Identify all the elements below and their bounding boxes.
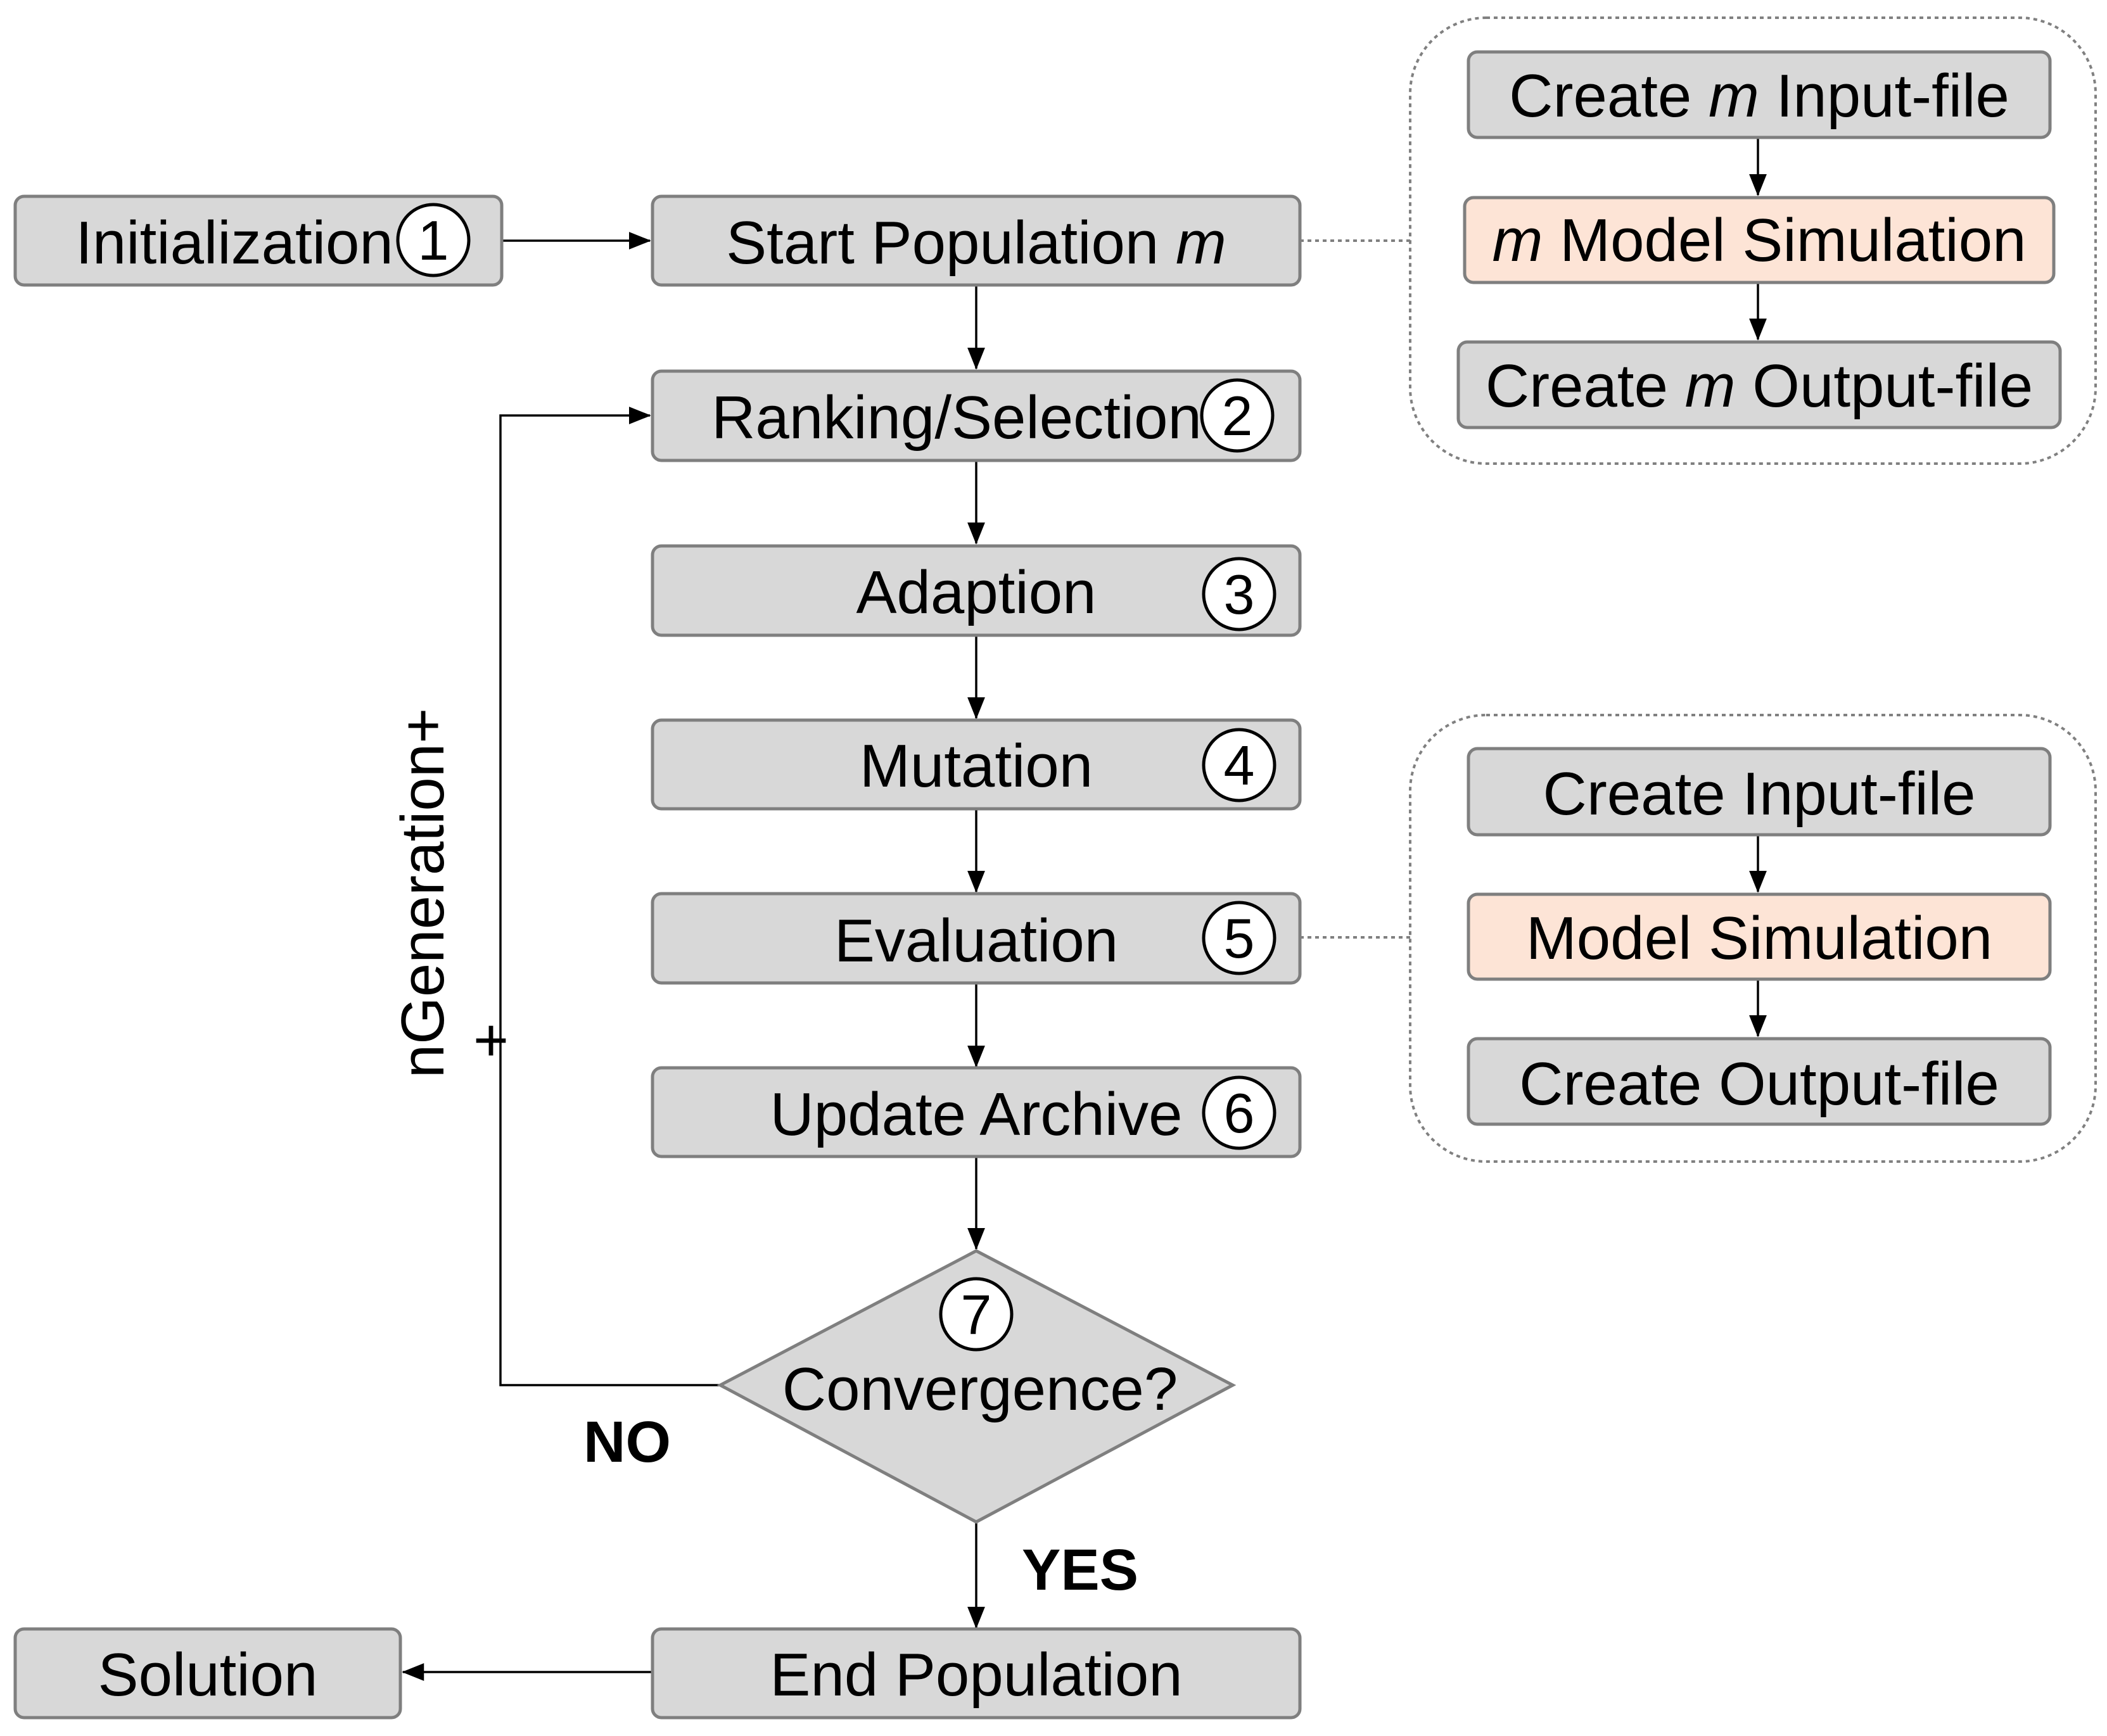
create-output-file-box xyxy=(1467,1037,2052,1126)
create-m-input-file-box xyxy=(1467,50,2052,139)
population-simulation-group: Create m Input-file m Model Simulation C… xyxy=(1409,16,2097,465)
mutation-label: Mutation xyxy=(860,732,1093,800)
create-input-file-box xyxy=(1467,747,2052,837)
ranking-selection-label: Ranking/Selection xyxy=(711,384,1202,452)
mutation-box: Mutation 4 xyxy=(651,718,1302,811)
ranking-selection-box: Ranking/Selection 2 xyxy=(651,369,1302,462)
step-number-7: 7 xyxy=(961,1283,992,1346)
step-number-circle xyxy=(1202,901,1276,975)
arrow-no-loop xyxy=(499,407,719,1386)
solution-label: Solution xyxy=(98,1641,318,1709)
step-number-5: 5 xyxy=(1224,907,1255,970)
step-number-1: 1 xyxy=(418,209,449,272)
yes-branch-label: YES xyxy=(1022,1538,1138,1602)
m-model-simulation-label: m Model Simulation xyxy=(1493,206,2027,274)
solution-box: Solution xyxy=(13,1627,402,1720)
end-population-label: End Population xyxy=(770,1641,1182,1709)
adaption-box: Adaption 3 xyxy=(651,544,1302,637)
evaluation-group-frame xyxy=(1409,714,2097,1163)
connectors xyxy=(402,137,1767,1681)
evaluation-label: Evaluation xyxy=(834,907,1118,975)
convergence-label: Convergence? xyxy=(782,1355,1178,1423)
start-population-box: Start Population m xyxy=(651,194,1302,287)
step-number-3: 3 xyxy=(1224,563,1255,626)
step-number-circle xyxy=(1202,728,1276,802)
step-number-circle xyxy=(396,203,471,277)
end-population-box: End Population xyxy=(651,1627,1302,1720)
m-model-simulation-box xyxy=(1463,196,2056,284)
update-archive-box: Update Archive 6 xyxy=(651,1066,1302,1158)
step-number-circle xyxy=(939,1277,1014,1352)
ngeneration-plus: + xyxy=(473,1006,509,1074)
initialization-label: Initialization xyxy=(75,209,393,277)
create-m-input-file-label: Create m Input-file xyxy=(1509,62,2009,130)
update-archive-label: Update Archive xyxy=(770,1080,1182,1148)
convergence-diamond xyxy=(716,1249,1237,1524)
step-number-circle xyxy=(1202,557,1276,631)
convergence-decision: 7 Convergence? xyxy=(716,1249,1237,1524)
population-group-frame xyxy=(1409,16,2097,465)
step-number-circle xyxy=(1202,1075,1276,1150)
step-number-2: 2 xyxy=(1222,384,1253,447)
create-m-output-file-box xyxy=(1456,340,2062,429)
model-simulation-label: Model Simulation xyxy=(1526,904,1992,972)
initialization-box: Initialization 1 xyxy=(13,194,504,287)
step-number-4: 4 xyxy=(1224,734,1255,797)
start-population-label: Start Population m xyxy=(726,209,1226,277)
create-m-output-file-label: Create m Output-file xyxy=(1486,352,2033,420)
adaption-label: Adaption xyxy=(856,559,1097,626)
step-number-6: 6 xyxy=(1224,1082,1255,1144)
step-number-circle xyxy=(1200,378,1275,453)
ngeneration-label: nGeneration+ xyxy=(389,708,457,1078)
evaluation-simulation-group: Create Input-file Model Simulation Creat… xyxy=(1409,714,2097,1163)
model-simulation-box xyxy=(1467,892,2052,981)
create-input-file-label: Create Input-file xyxy=(1543,760,1975,828)
evaluation-box: Evaluation 5 xyxy=(651,892,1302,985)
create-output-file-label: Create Output-file xyxy=(1519,1050,1999,1118)
no-branch-label: NO xyxy=(583,1410,671,1474)
